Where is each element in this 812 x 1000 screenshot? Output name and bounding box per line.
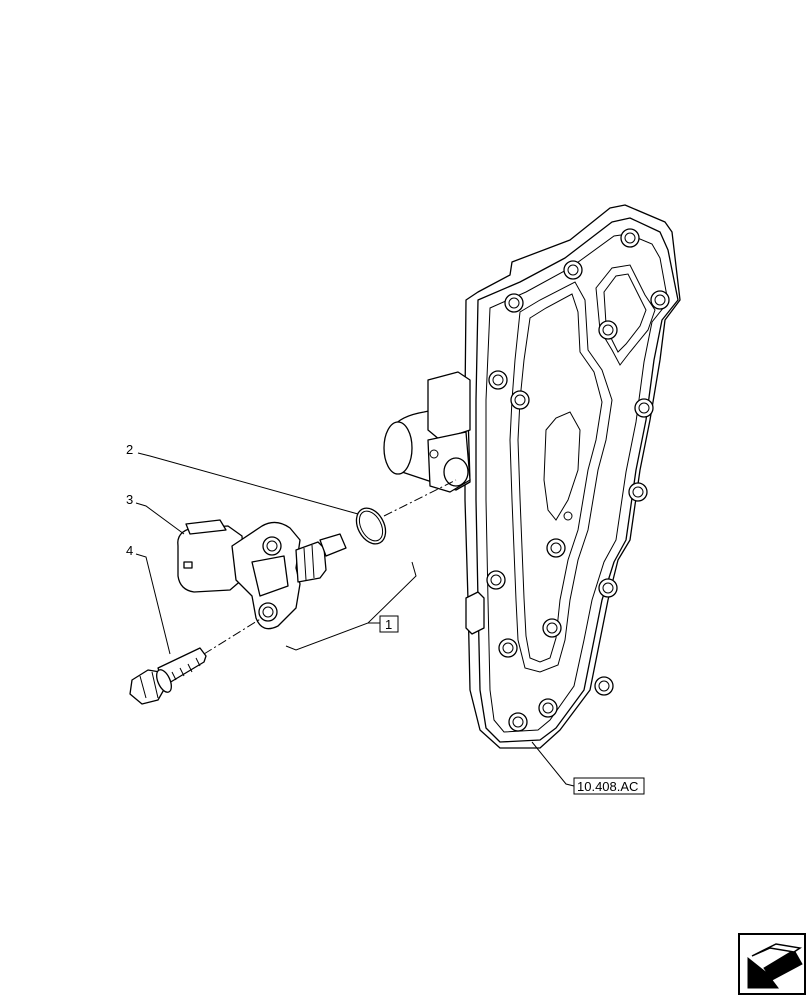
leader-item-4 <box>135 553 171 655</box>
next-page-arrow-icon[interactable] <box>738 933 806 995</box>
reference-label: 10.408.AC <box>577 779 638 794</box>
reference-tag[interactable]: 10.408.AC <box>573 777 645 795</box>
pressure-sensor <box>177 519 347 630</box>
valve-housing <box>383 204 681 749</box>
callout-2: 2 <box>126 442 133 457</box>
o-ring <box>355 507 387 545</box>
sensor-axis-line <box>383 479 457 517</box>
callout-1: 1 <box>385 617 392 632</box>
housing-bolt-bosses <box>486 228 670 732</box>
housing-clip <box>465 591 485 635</box>
callout-4: 4 <box>126 543 133 558</box>
leader-ref <box>531 741 575 787</box>
callout-1-box: 1 <box>368 615 399 633</box>
leader-item-2 <box>137 452 359 515</box>
bolt-axis-line <box>203 617 263 655</box>
callout-3: 3 <box>126 492 133 507</box>
sensor-port-boss <box>383 371 471 493</box>
flange-bolt <box>129 647 207 705</box>
leader-item-3 <box>135 502 185 535</box>
